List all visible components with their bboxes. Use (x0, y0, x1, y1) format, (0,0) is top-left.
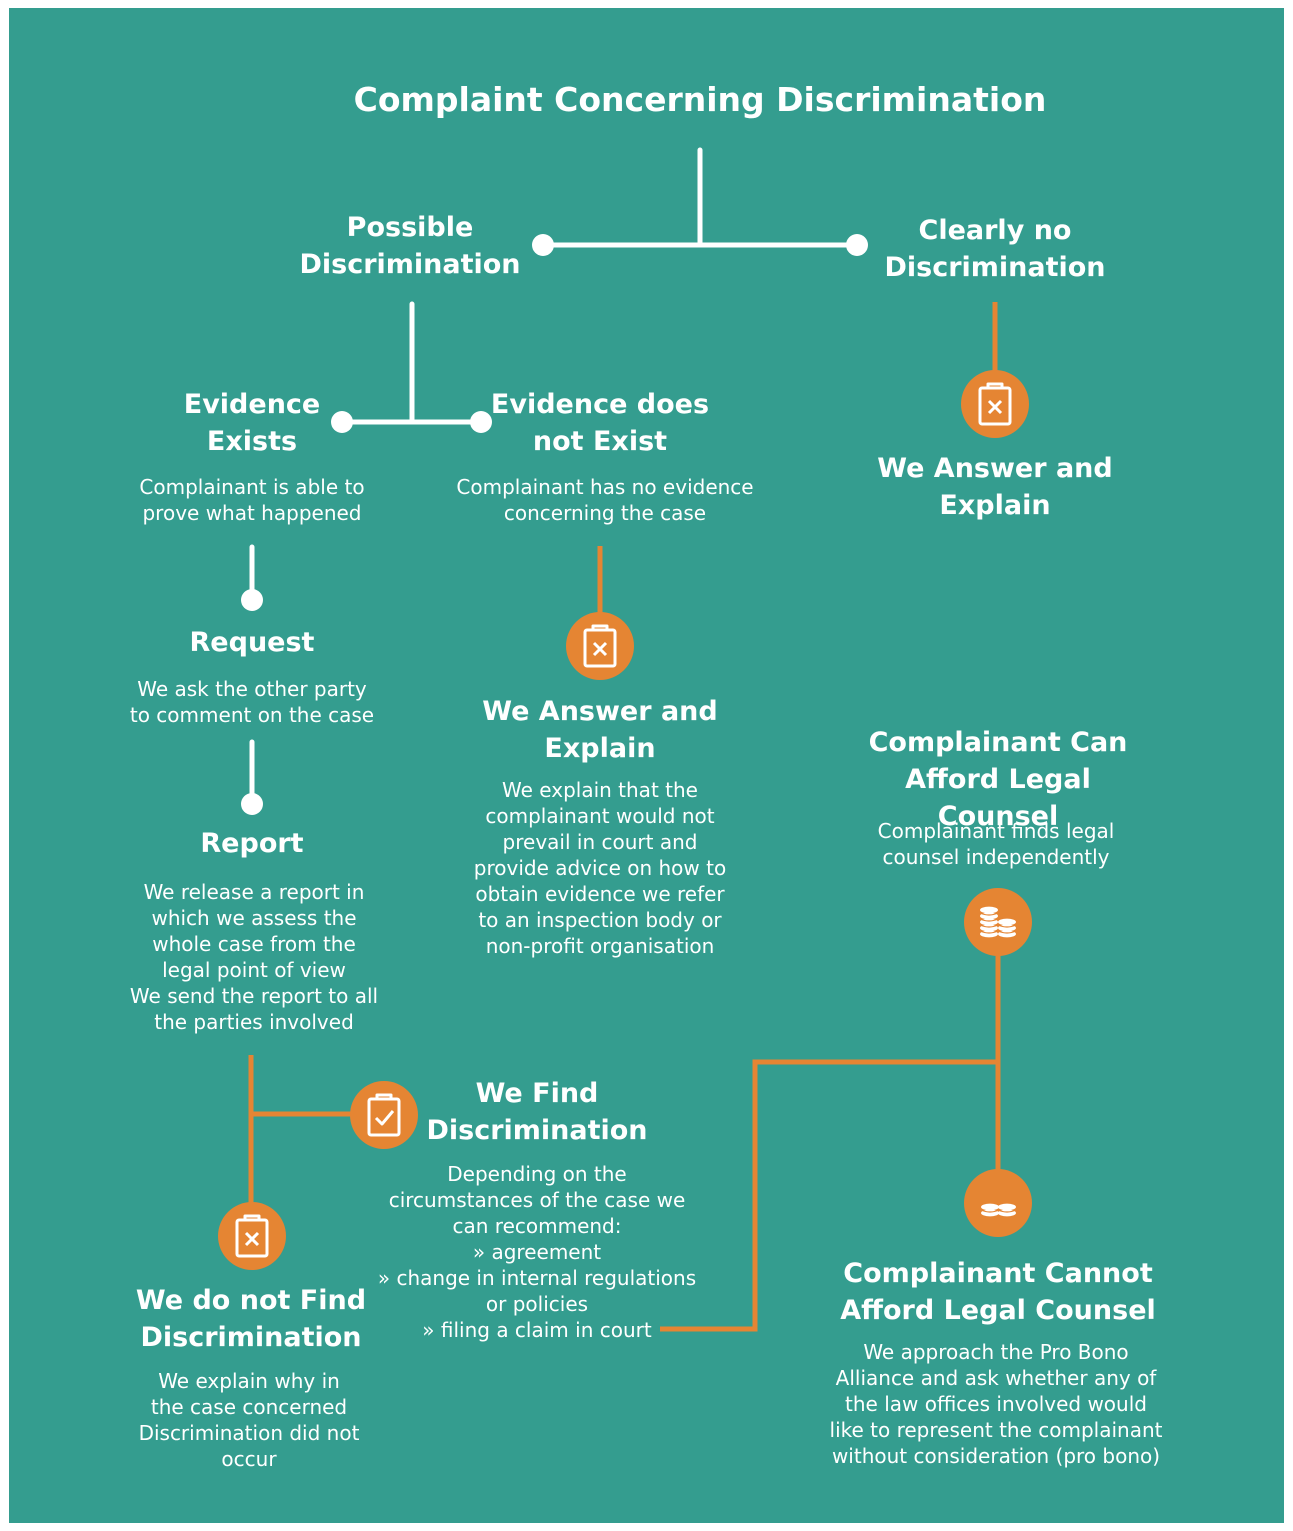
clipboard-x-icon (566, 612, 634, 680)
clipboard-x-icon (218, 1202, 286, 1270)
node-can-afford-heading: Complainant Can Afford Legal Counsel (868, 727, 1128, 832)
node-dot (470, 411, 492, 433)
coins-icon (964, 1169, 1032, 1237)
diagram-background (9, 8, 1284, 1523)
node-not-find-heading: We do not Find Discrimination (135, 1285, 367, 1353)
node-clearly-no-discrimination: Clearly no Discrimination (884, 215, 1106, 283)
coins-stack-icon (964, 888, 1032, 956)
node-find-heading: We Find Discrimination (426, 1078, 648, 1146)
node-dot (846, 234, 868, 256)
node-dot (532, 234, 554, 256)
node-can-afford-text: Complainant finds legal counsel independ… (877, 819, 1115, 869)
node-answer-mid-heading: We Answer and Explain (482, 696, 718, 764)
node-request-text: We ask the other party to comment on the… (129, 677, 375, 727)
node-not-find-text: We explain why in the case concerned Dis… (138, 1369, 360, 1471)
page-title: Complaint Concerning Discrimination (353, 80, 1047, 119)
node-dot (331, 411, 353, 433)
node-evidence-not-heading: Evidence does not Exist (490, 389, 710, 457)
clipboard-check-icon (350, 1081, 418, 1149)
node-dot (241, 589, 263, 611)
node-report-text: We release a report in which we assess t… (129, 880, 379, 1034)
node-answer-mid-text: We explain that the complainant would no… (473, 778, 727, 958)
node-cannot-afford-heading: Complainant Cannot Afford Legal Counsel (840, 1258, 1156, 1326)
node-find-text: Depending on the circumstances of the ca… (377, 1162, 697, 1342)
node-possible-discrimination: Possible Discrimination (299, 212, 521, 280)
node-dot (241, 793, 263, 815)
node-request-heading: Request (189, 627, 315, 658)
node-evidence-not-text: Complainant has no evidence concerning t… (456, 475, 754, 525)
node-evidence-exists-heading: Evidence Exists (183, 389, 321, 457)
node-cannot-afford-text: We approach the Pro Bono Alliance and as… (829, 1340, 1163, 1468)
clipboard-x-icon (961, 370, 1029, 438)
node-report-heading: Report (200, 828, 304, 859)
connector-find-to-afford (660, 1059, 998, 1332)
node-evidence-exists-text: Complainant is able to prove what happen… (139, 475, 365, 525)
node-answer-right-heading: We Answer and Explain (877, 453, 1113, 521)
